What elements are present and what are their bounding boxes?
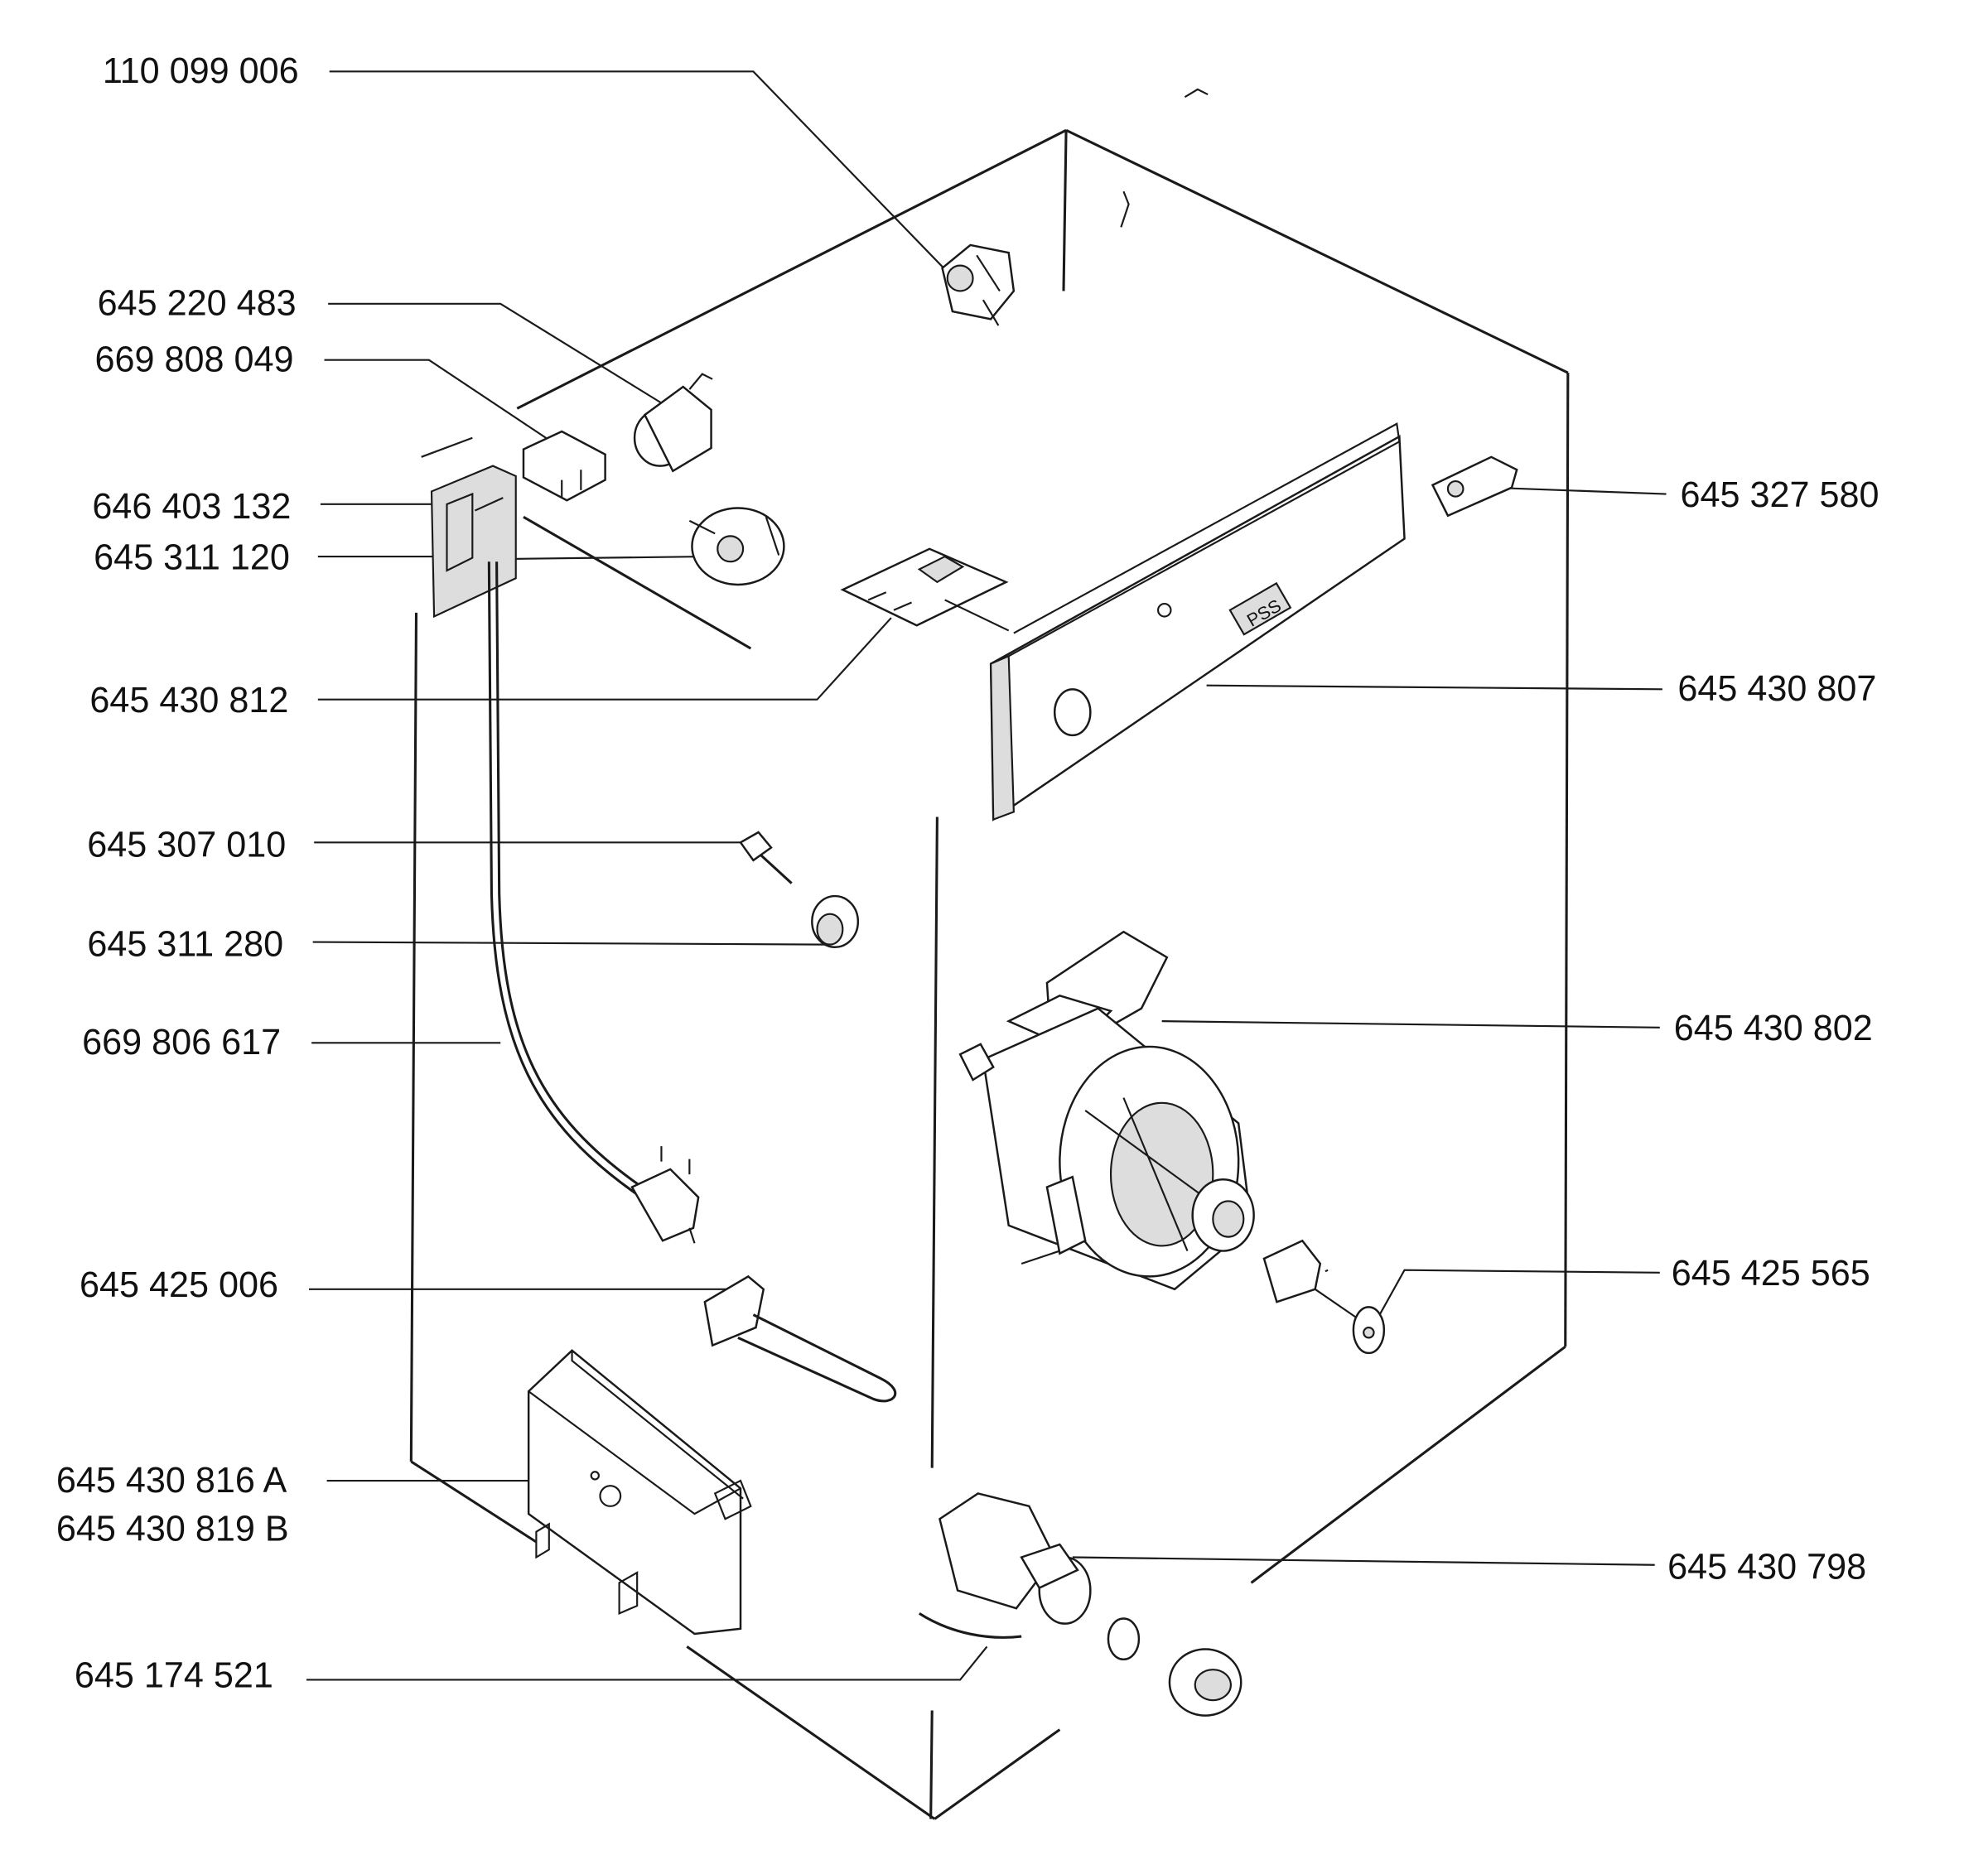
part-645-430-816 <box>527 1349 752 1636</box>
label-645-430-819-b: 645 430 819 B <box>55 1508 289 1549</box>
label-645-311-280: 645 311 280 <box>87 923 284 964</box>
label-645-425-565: 645 425 565 <box>1671 1253 1870 1294</box>
part-645-430-802 <box>958 930 1255 1291</box>
label-645-430-798: 645 430 798 <box>1667 1547 1867 1587</box>
label-646-403-132: 646 403 132 <box>92 486 292 527</box>
label-645-430-802: 645 430 802 <box>1673 1008 1873 1048</box>
label-645-174-521: 645 174 521 <box>74 1655 273 1695</box>
part-645-311-120 <box>688 507 785 586</box>
label-645-307-010: 645 307 010 <box>87 824 287 865</box>
leader-lines-right <box>1072 486 1667 1566</box>
part-669-808-049 <box>522 430 606 502</box>
label-645-430-816-a: 645 430 816 A <box>55 1460 287 1501</box>
part-645-430-807: PSS <box>989 422 1406 821</box>
part-645-430-812 <box>840 547 1010 632</box>
label-645-327-580: 645 327 580 <box>1680 475 1879 515</box>
part-645-430-798 <box>939 1492 1242 1717</box>
part-645-425-565 <box>1262 1239 1386 1355</box>
part-669-806-617 <box>487 561 700 1244</box>
label-669-806-617: 669 806 617 <box>82 1022 282 1062</box>
label-645-430-807: 645 430 807 <box>1677 668 1877 709</box>
stray-marks <box>1120 88 1209 228</box>
label-645-220-483: 645 220 483 <box>97 283 297 323</box>
label-645-425-006: 645 425 006 <box>80 1265 279 1305</box>
cabinet-outline <box>409 128 1570 1820</box>
part-645-220-483 <box>633 373 713 473</box>
label-669-808-049: 669 808 049 <box>94 340 294 379</box>
part-645-174-521 <box>918 1612 1022 1639</box>
part-645-425-006 <box>703 1274 897 1403</box>
leader-lines-left <box>306 70 988 1681</box>
part-646-403-132 <box>430 465 517 619</box>
label-645-430-812: 645 430 812 <box>89 680 289 720</box>
part-110-099-006 <box>941 243 1016 326</box>
label-110-099-006: 110 099 006 <box>102 51 299 91</box>
part-645-307-010 <box>739 831 793 884</box>
label-645-311-120: 645 311 120 <box>94 537 290 577</box>
part-645-311-280 <box>811 894 860 948</box>
part-645-327-580 <box>1431 455 1518 518</box>
